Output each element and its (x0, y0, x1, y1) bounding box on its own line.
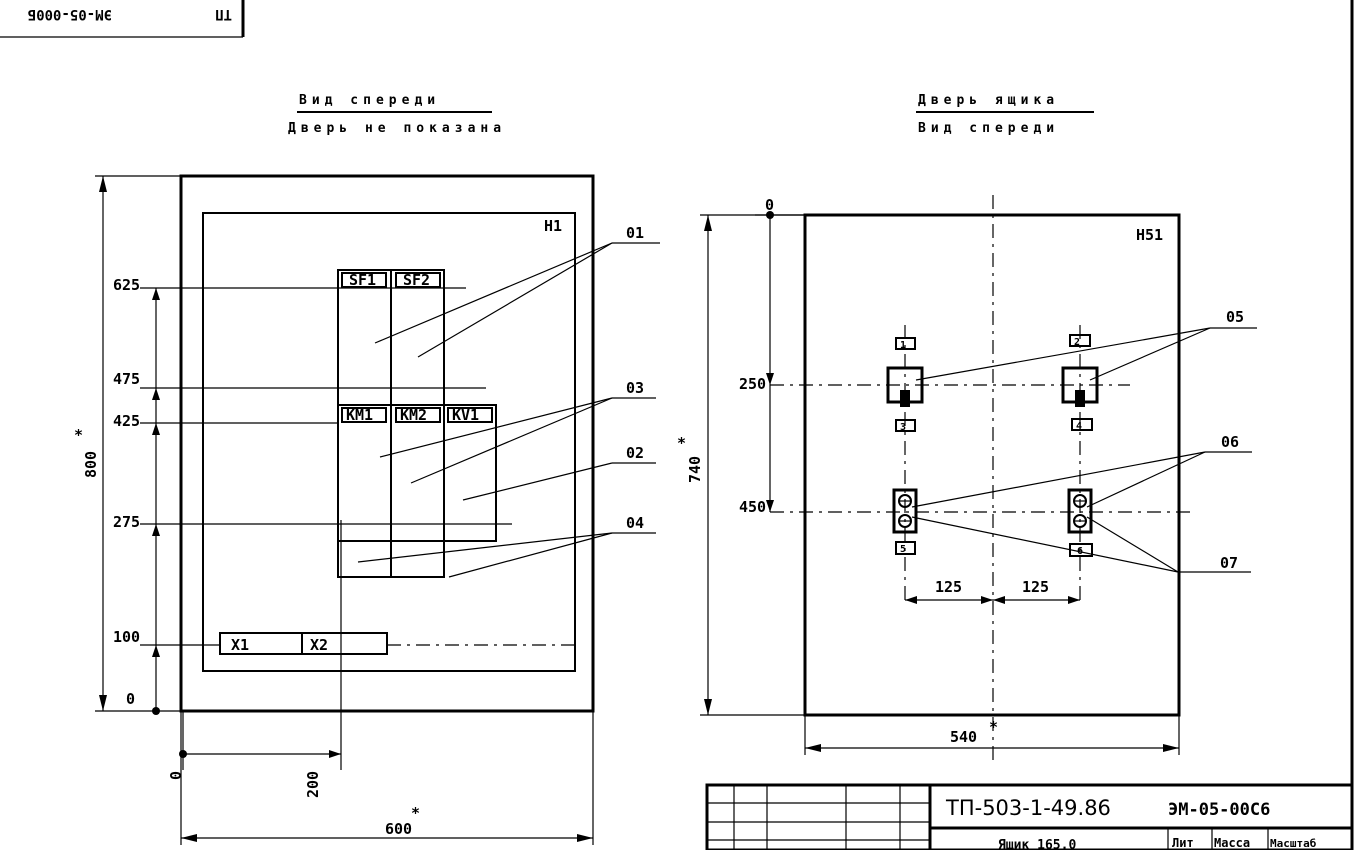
corner-sheet-label: ТП (215, 6, 232, 22)
device-x1: X1 (231, 636, 249, 654)
front-panel-tag: Н1 (544, 217, 562, 235)
item-3: 3 (900, 422, 906, 433)
door-level-250: 250 (739, 375, 766, 393)
level-475: 475 (113, 370, 140, 388)
horizontal-200: 200 (304, 771, 322, 798)
door-level-450: 450 (739, 498, 766, 516)
door-view: Дверь ящика Вид спереди Н51 0 250 450 74… (677, 93, 1257, 760)
column-scale: Масштаб (1270, 837, 1317, 850)
width-600: 600 (385, 820, 412, 838)
level-425: 425 (113, 412, 140, 430)
relay-kv1 (443, 404, 497, 542)
item-name: Ящик 165.0 (998, 838, 1076, 850)
button-block-1 (892, 488, 918, 534)
enclosure-outer (179, 174, 595, 713)
item-4: 4 (1076, 421, 1082, 432)
level-275: 275 (113, 513, 140, 531)
button-block-2 (1067, 488, 1093, 534)
door-panel-tag: Н51 (1136, 226, 1163, 244)
front-view: Вид спереди Дверь не показана Н1 SF1 SF2… (74, 93, 660, 845)
device-sf1: SF1 (349, 271, 376, 289)
level-0: 0 (126, 690, 135, 708)
title-block: ТП-503-1-49.86 ЭМ-05-00С6 Ящик 165.0 Лит… (705, 783, 1354, 850)
door-width-540: 540 (950, 728, 977, 746)
spacing-125-right: 125 (1022, 578, 1049, 596)
callout-05: 05 (1226, 308, 1244, 326)
callout-07: 07 (1220, 554, 1238, 572)
item-1: 1 (900, 340, 906, 351)
device-kv1: KV1 (452, 406, 479, 424)
width-600-star: * (411, 804, 420, 822)
column-lit: Лит (1172, 836, 1194, 850)
callout-04: 04 (626, 514, 644, 532)
callout-01: 01 (626, 224, 644, 242)
level-625: 625 (113, 276, 140, 294)
document-code: ЭМ-05-00С6 (1168, 800, 1270, 820)
height-800-star: * (74, 426, 83, 444)
door-view-title: Дверь ящика (918, 93, 1059, 108)
door-height-star: * (677, 434, 686, 452)
door-origin-0: 0 (765, 196, 774, 214)
item-5: 5 (900, 544, 906, 555)
door-outline (803, 213, 1181, 717)
level-100: 100 (113, 628, 140, 646)
mounting-panel (202, 212, 576, 672)
device-sf2: SF2 (403, 271, 430, 289)
column-mass: Масса (1214, 836, 1250, 850)
horizontal-0: 0 (167, 771, 185, 780)
door-view-subtitle: Вид спереди (918, 121, 1059, 136)
door-height-740: 740 (686, 456, 704, 483)
spacing-125-left: 125 (935, 578, 962, 596)
device-x2: X2 (310, 636, 328, 654)
device-km2: KM2 (400, 406, 427, 424)
item-2: 2 (1074, 337, 1080, 348)
project-number: ТП-503-1-49.86 (945, 796, 1111, 820)
front-view-subtitle: Дверь не показана (288, 121, 506, 136)
callout-06: 06 (1221, 433, 1239, 451)
terminal-strip (219, 632, 388, 655)
callout-03: 03 (626, 379, 644, 397)
callout-02: 02 (626, 444, 644, 462)
door-width-star: * (989, 718, 998, 736)
device-km1: KM1 (346, 406, 373, 424)
corner-doc-mirrored: ЭМ-05-000Б (28, 6, 112, 22)
front-view-title: Вид спереди (299, 93, 440, 108)
height-800: 800 (82, 451, 100, 478)
